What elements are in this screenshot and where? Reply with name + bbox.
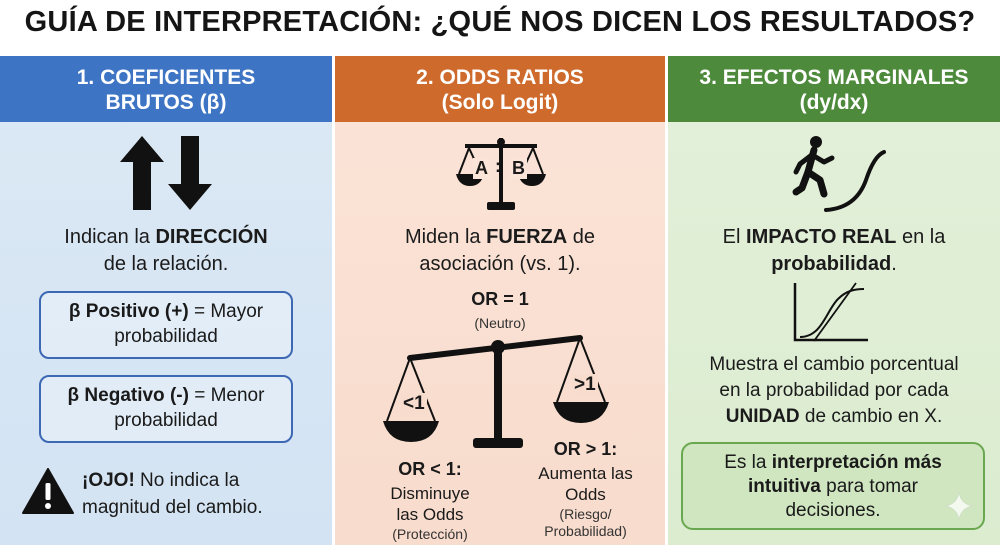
- or-greater-note-2: Probabilidad): [544, 523, 627, 539]
- or-greater-note-1: (Riesgo/: [559, 506, 612, 522]
- or-less-text-2: las Odds: [396, 505, 464, 524]
- scale-label-b: B: [510, 158, 527, 179]
- header-line-1: 1. COEFICIENTES: [76, 66, 256, 89]
- panel-header: 1. COEFICIENTES BRUTOS (β): [0, 56, 332, 122]
- panel-coeficientes-brutos: 1. COEFICIENTES BRUTOS (β) Indican la DI…: [0, 56, 332, 545]
- direction-description: Indican la DIRECCIÓN de la relación.: [64, 226, 268, 275]
- marginal-effect-body: Muestra el cambio porcentual en la proba…: [709, 354, 959, 427]
- page-title: GUÍA DE INTERPRETACIÓN: ¿QUÉ NOS DICEN L…: [24, 6, 976, 38]
- or-less-note: (Protección): [392, 526, 468, 542]
- positive-beta-box: β Positivo (+) = Mayor probabilidad: [39, 291, 293, 359]
- balance-scale-icon: [456, 138, 546, 210]
- sparkle-icon: [944, 491, 974, 521]
- or-greater-text-1: Aumenta las: [538, 464, 633, 483]
- scale-label-a: A: [473, 158, 490, 179]
- or-less-text-1: Disminuye: [390, 484, 470, 503]
- pan-label-greater: >1: [572, 374, 598, 396]
- strength-description: Miden la FUERZA de asociación (vs. 1).: [404, 226, 596, 275]
- impact-description: El IMPACTO REAL en la probabilidad.: [722, 226, 946, 275]
- intuitive-interpretation-box: Es la interpretación más intuitiva para …: [681, 442, 985, 530]
- header-line-1: 3. EFECTOS MARGINALES: [699, 66, 969, 89]
- or-equal-label: OR = 1: [471, 289, 529, 309]
- panel-header: 3. EFECTOS MARGINALES (dy/dx): [668, 56, 1000, 122]
- or-greater-text-2: Odds: [565, 485, 606, 504]
- or-less-block: OR < 1: Disminuye las Odds (Protección): [355, 459, 505, 543]
- negative-beta-box: β Negativo (-) = Menor probabilidad: [39, 375, 293, 443]
- or-equal-note: (Neutro): [474, 315, 526, 331]
- warning-icon: [22, 468, 74, 514]
- pan-label-less: <1: [401, 393, 427, 415]
- tilted-balance-scale-icon: [383, 335, 609, 448]
- panel-odds-ratios: 2. ODDS RATIOS (Solo Logit) A : B Miden …: [335, 56, 665, 545]
- up-down-arrows-icon: [120, 136, 212, 210]
- person-climbing-curve-icon: [792, 136, 886, 212]
- or-less-label: OR < 1:: [398, 459, 462, 479]
- or-greater-label: OR > 1:: [553, 439, 618, 459]
- header-line-2: (Solo Logit): [441, 91, 559, 114]
- header-line-2: BRUTOS (β): [105, 91, 227, 114]
- sigmoid-tangent-chart-icon: [793, 282, 868, 342]
- panel-header: 2. ODDS RATIOS (Solo Logit): [335, 56, 665, 122]
- header-line-2: (dy/dx): [799, 91, 869, 114]
- scale-label-sep: :: [495, 156, 501, 176]
- header-line-1: 2. ODDS RATIOS: [416, 66, 584, 89]
- warning-text: ¡OJO! No indica la magnitud del cambio.: [82, 470, 263, 518]
- or-greater-block: OR > 1: Aumenta las Odds (Riesgo/ Probab…: [513, 439, 658, 540]
- panel-efectos-marginales: 3. EFECTOS MARGINALES (dy/dx) El IMPACTO…: [668, 56, 1000, 545]
